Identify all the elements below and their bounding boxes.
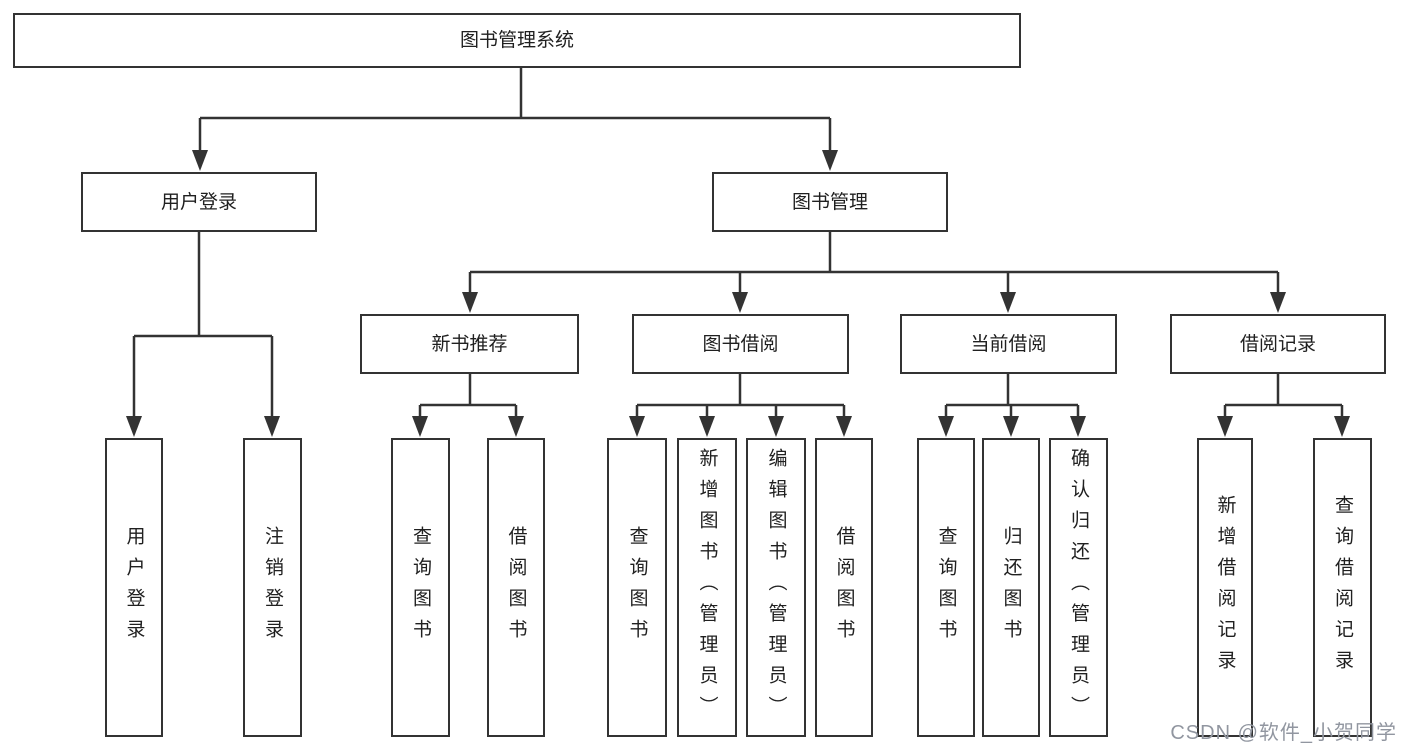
leaf-return-books: 归还图书 [982, 438, 1040, 737]
leaf-label: 借阅图书 [505, 525, 527, 650]
node-current-borrowing: 当前借阅 [900, 314, 1117, 374]
node-borrowing-records: 借阅记录 [1170, 314, 1386, 374]
leaf-borrow-books: 借阅图书 [815, 438, 873, 737]
leaf-label: 借阅图书 [833, 525, 855, 650]
leaf-label: 新增借阅记录 [1214, 494, 1236, 681]
leaf-user-login: 用户登录 [105, 438, 163, 737]
leaf-query-borrow-record: 查询借阅记录 [1313, 438, 1372, 737]
node-label: 新书推荐 [431, 333, 508, 355]
leaf-query-books-recommend: 查询图书 [391, 438, 450, 737]
leaf-borrow-books-recommend: 借阅图书 [487, 438, 545, 737]
leaf-label: 用户登录 [123, 525, 145, 650]
node-label: 用户登录 [160, 191, 237, 213]
watermark: CSDN @软件_小贺同学 [1170, 722, 1397, 744]
node-label: 借阅记录 [1239, 333, 1316, 355]
leaf-confirm-return-admin: 确认归还（管理员） [1049, 438, 1108, 737]
node-label: 当前借阅 [970, 333, 1047, 355]
leaf-query-books-current: 查询图书 [917, 438, 975, 737]
leaf-label: 归还图书 [1000, 525, 1022, 650]
leaf-label: 查询借阅记录 [1332, 494, 1353, 681]
node-label: 图书管理 [791, 191, 868, 213]
node-book-borrowing: 图书借阅 [632, 314, 849, 374]
leaf-add-book-admin: 新增图书（管理员） [677, 438, 737, 737]
leaf-label: 查询图书 [626, 525, 648, 650]
node-book-management: 图书管理 [712, 172, 948, 232]
leaf-label: 查询图书 [410, 525, 431, 650]
leaf-label: 编辑图书（管理员） [765, 448, 787, 727]
leaf-label: 新增图书（管理员） [696, 448, 718, 727]
leaf-add-borrow-record: 新增借阅记录 [1197, 438, 1253, 737]
arrowheads [126, 150, 1350, 437]
node-user-login: 用户登录 [81, 172, 317, 232]
leaf-label: 注销登录 [262, 525, 283, 650]
node-label: 图书管理系统 [459, 30, 574, 51]
node-new-book-recommendation: 新书推荐 [360, 314, 579, 374]
leaf-edit-book-admin: 编辑图书（管理员） [746, 438, 806, 737]
leaf-logout: 注销登录 [243, 438, 302, 737]
node-label: 图书借阅 [702, 333, 779, 355]
node-library-management-system: 图书管理系统 [13, 13, 1021, 68]
leaf-label: 确认归还（管理员） [1068, 448, 1089, 727]
leaf-query-books-borrowing: 查询图书 [607, 438, 667, 737]
leaf-label: 查询图书 [935, 525, 957, 650]
